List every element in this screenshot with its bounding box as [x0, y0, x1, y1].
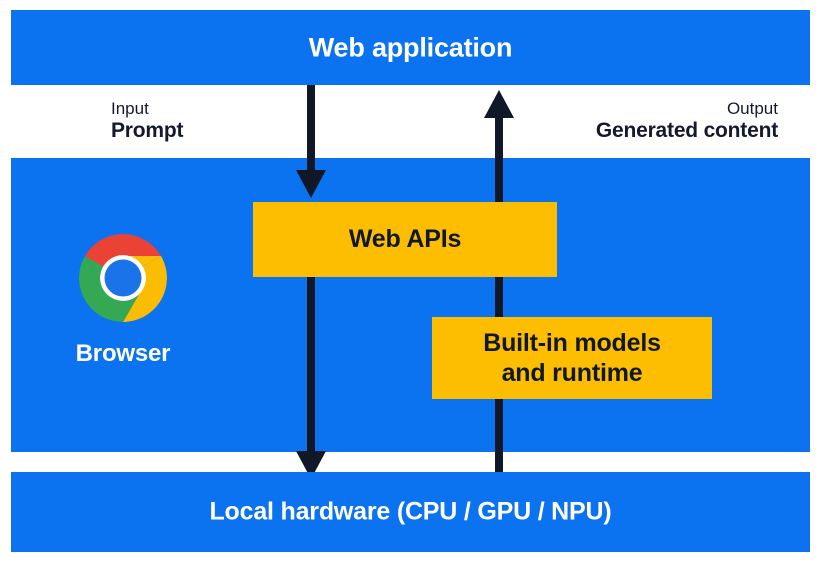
band-local-hardware: Local hardware (CPU / GPU / NPU) [11, 472, 810, 552]
band-browser-label: Browser [75, 340, 171, 367]
box-builtin-models-label: Built-in models and runtime [483, 328, 661, 388]
flow-input-value: Prompt [111, 119, 184, 143]
flow-label-output: Output Generated content [596, 99, 778, 144]
chrome-logo [79, 234, 167, 322]
arrow-stem [307, 85, 315, 173]
flow-input-kind: Input [111, 99, 149, 118]
flow-label-input: Input Prompt [111, 99, 184, 144]
box-builtin-models[interactable]: Built-in models and runtime [432, 317, 712, 399]
arrow-stem [307, 236, 315, 472]
band-web-application-label: Web application [308, 32, 513, 62]
band-web-application: Web application [11, 10, 810, 85]
box-web-apis-label: Web APIs [348, 225, 462, 254]
arrow-stem [495, 116, 503, 500]
flow-output-value: Generated content [595, 119, 778, 143]
flow-output-kind: Output [726, 99, 778, 118]
band-local-hardware-label: Local hardware (CPU / GPU / NPU) [209, 497, 612, 526]
box-web-apis[interactable]: Web APIs [253, 202, 557, 277]
arrowhead-up-icon [484, 90, 514, 118]
arrowhead-down-icon [296, 170, 326, 198]
